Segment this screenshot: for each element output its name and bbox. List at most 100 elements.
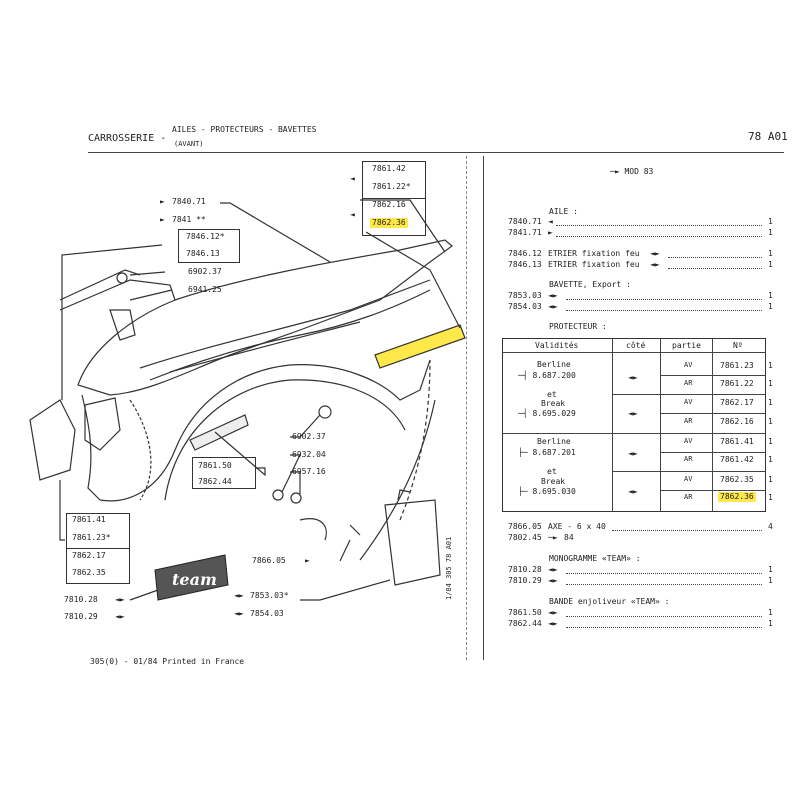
row-partie: AR [684,493,693,501]
both-sides-icon: ◄► [628,373,638,382]
arrow-left-icon: ◄► [650,260,660,269]
diag-6902-37-mid: 6902.37 [292,432,326,441]
diag-7853-03: 7853.03* [250,591,289,600]
arrow-left-icon: ◄ [350,174,355,183]
g1-serial: ─┤ 8.687.200 [518,372,576,380]
panel-divider [483,156,484,660]
arrow-left-icon: ◄► [548,291,558,300]
monogramme-qty-1: 1 [768,565,773,574]
aile-title: AILE : [549,207,578,216]
diag-7862-44: 7862.44 [198,477,232,486]
axe-desc: AXE - 6 x 40 [548,522,606,531]
monogramme-title: MONOGRAMME «TEAM» : [549,554,641,563]
footer-text: 305(0) - 01/84 Printed in France [90,657,245,666]
row-no: 7861.42 [720,455,754,464]
aile-row-2: 7841.71 [508,228,542,237]
bande-qty-1: 1 [768,608,773,617]
monogramme-ref-2: 7810.29 [508,576,542,585]
etrier-ref-1: 7846.12 [508,249,542,258]
diag-6902-37-top: 6902.37 [188,267,222,276]
bande-ref-2: 7862.44 [508,619,542,628]
g1-serial-text: 8.687.200 [532,371,576,380]
header-rule [88,152,784,153]
diag-7862-36-highlighted: 7862.36 [370,218,408,228]
row-no: 7862.17 [720,398,754,407]
arrow-right-icon: ► [305,556,310,565]
diag-7854-03: 7854.03 [250,609,284,618]
arrow-left-icon: ◄► [548,608,558,617]
row-qty: 1 [768,417,773,426]
label-group-top-right-2 [362,198,426,236]
th-cote: côté [626,341,646,350]
diag-7841: 7841 ** [172,215,206,224]
bavette-ref-2: 7854.03 [508,302,542,311]
row-qty: 1 [768,455,773,464]
diag-7861-23: 7861.23* [72,533,111,542]
row-qty: 1 [768,398,773,407]
diag-7846-12: 7846.12* [186,232,225,241]
protecteur-title: PROTECTEUR : [549,322,607,331]
row-no-highlighted: 7862.36 [718,492,756,502]
row-partie: AV [684,398,693,406]
bavette-title: BAVETTE, Export : [549,280,631,289]
side-code: 1/84 305 78 A01 [445,536,453,600]
label-group-band [192,457,256,489]
diag-7810-29: 7810.29 [64,612,98,621]
label-group-stirrup [178,229,240,263]
arrow-left-icon: ◄► [650,249,660,258]
arrow-right-icon: ─► [610,167,620,176]
diag-7862-17: 7862.17 [72,551,106,560]
page-subtitle: AILES - PROTECTEURS - BAVETTES [172,125,317,134]
arrow-left-icon: ◄ [350,210,355,219]
arrow-right-icon: ─┤ [518,409,533,418]
mod-text: MOD 83 [624,167,654,176]
g2-serial: ├─ 8.687.201 [518,449,576,457]
g2-serial2: ├─ 8.695.030 [518,488,576,496]
arrow-left-icon: ◄► [234,609,244,618]
arrow-left-icon: ◄ [548,217,553,226]
row-no: 7862.16 [720,417,754,426]
page-subtitle-2: (AVANT) [174,140,204,148]
axe2-ref: 7802.45 [508,533,542,542]
monogram-text: team [172,570,217,589]
label-group-left-2 [66,548,130,584]
axe2-desc: 84 [564,533,574,542]
etrier-desc-1: ETRIER fixation feu [548,249,640,258]
diag-7861-42: 7861.42 [372,164,406,173]
mod-label: ─► MOD 83 [610,168,653,176]
arrow-left-icon: ◄► [115,595,125,604]
protector-table [502,338,766,512]
diag-6932-04: 6932.04 [292,450,326,459]
arrow-right-icon: ► [160,197,165,206]
diag-7840-71: 7840.71 [172,197,206,206]
row-no: 7861.23 [720,361,754,370]
row-partie: AV [684,475,693,483]
monogram-plate: team [154,554,229,601]
aile-qty-2: 1 [768,228,773,237]
g1-name2: Break [541,399,566,408]
arrow-right-icon: ├─ [518,448,533,457]
g1-and: et [547,390,557,399]
th-validites: Validités [535,341,579,350]
arrow-left-icon: ◄► [548,619,558,628]
diag-6941-25: 6941.25 [188,285,222,294]
axe-qty: 4 [768,522,773,531]
etrier-desc-2: ETRIER fixation feu [548,260,640,269]
etrier-qty-1: 1 [768,249,773,258]
arrow-left-icon: ◄► [548,565,558,574]
row-partie: AV [684,361,693,369]
both-sides-icon: ◄► [628,409,638,418]
bande-ref-1: 7861.50 [508,608,542,617]
row-no: 7861.22 [720,379,754,388]
axe-ref: 7866.05 [508,522,542,531]
row-partie: AV [684,437,693,445]
g2-serial2-text: 8.695.030 [532,487,576,496]
etrier-ref-2: 7846.13 [508,260,542,269]
diag-7861-41: 7861.41 [72,515,106,524]
scale-ruler [466,156,467,660]
diag-7846-13: 7846.13 [186,249,220,258]
both-sides-icon: ◄► [628,487,638,496]
g2-serial-text: 8.687.201 [532,448,576,457]
row-partie: AR [684,455,693,463]
